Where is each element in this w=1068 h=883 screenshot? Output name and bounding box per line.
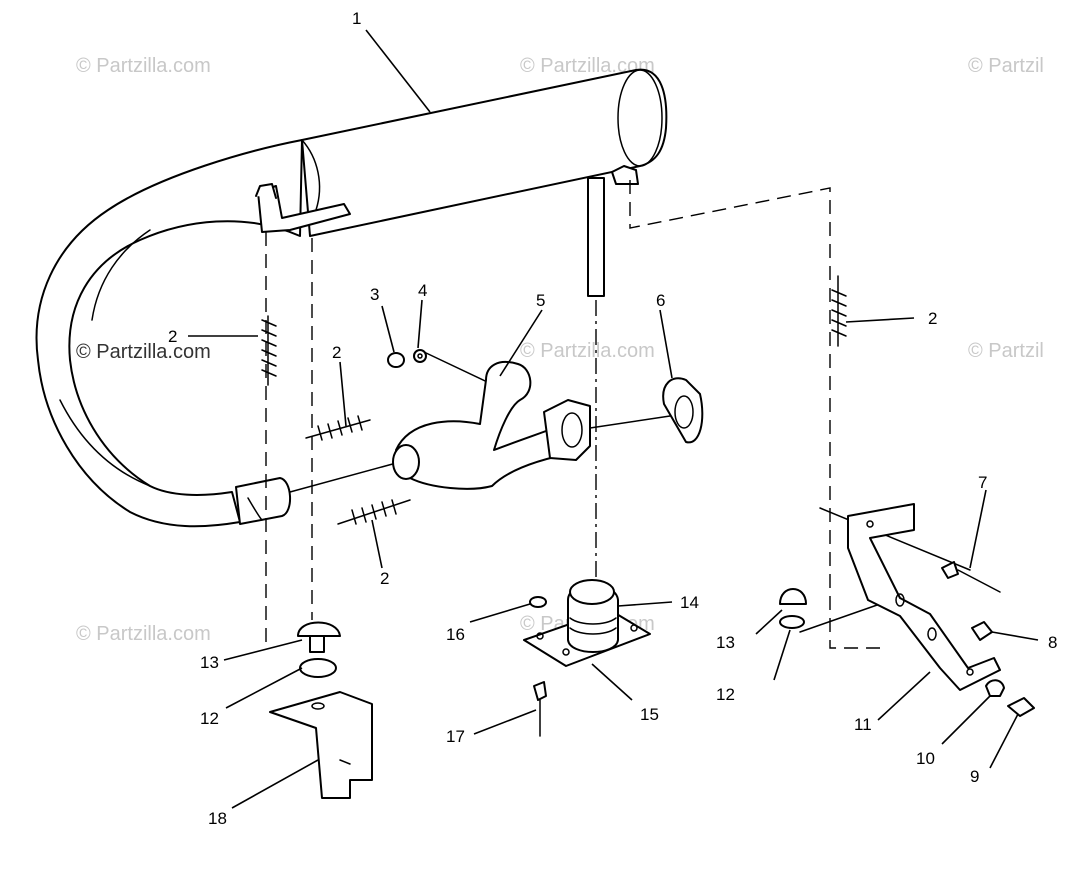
watermark: © Partzilla.com (76, 623, 211, 645)
watermark: © Partzilla.com (520, 55, 655, 77)
callout-label: 14 (680, 593, 699, 612)
center-mount (523, 579, 651, 737)
callout-label: 9 (970, 767, 979, 786)
callout-label: 1 (352, 9, 361, 28)
left-mount (269, 621, 373, 799)
callout-label: 5 (536, 291, 545, 310)
alignment-lines (265, 180, 971, 650)
callout-label: 18 (208, 809, 227, 828)
callout-label: 13 (716, 633, 735, 652)
watermark: © Partzil (968, 55, 1044, 77)
leader-lines (188, 29, 1039, 809)
watermark: © Partzilla.com (520, 340, 655, 362)
callout-label: 15 (640, 705, 659, 724)
callout-label: 12 (200, 709, 219, 728)
callout-label: 7 (978, 473, 987, 492)
springs (261, 275, 847, 525)
gasket (662, 377, 704, 444)
callout-label: 12 (716, 685, 735, 704)
callout-label: 6 (656, 291, 665, 310)
callout-label: 13 (200, 653, 219, 672)
callout-label: 2 (332, 343, 341, 362)
callout-label: 16 (446, 625, 465, 644)
y-pipe (392, 361, 591, 490)
callout-label: 2 (168, 327, 177, 346)
callout-label: 17 (446, 727, 465, 746)
watermark: © Partzil (968, 340, 1044, 362)
callout-label: 8 (1048, 633, 1057, 652)
callout-label: 2 (380, 569, 389, 588)
callout-label: 10 (916, 749, 935, 768)
watermark: © Partzilla.com (76, 55, 211, 77)
callout-label: 4 (418, 281, 427, 300)
callout-label: 3 (370, 285, 379, 304)
callout-label: 2 (928, 309, 937, 328)
watermark: © Partzilla.com (76, 341, 211, 363)
nut-and-washer (387, 349, 427, 368)
callout-label: 11 (854, 715, 872, 734)
muffler-assembly (35, 68, 668, 528)
right-mount (779, 503, 1035, 717)
callout-labels: 1 2 2 2 2 3 4 5 6 7 8 9 10 11 12 12 13 1… (168, 9, 1057, 828)
